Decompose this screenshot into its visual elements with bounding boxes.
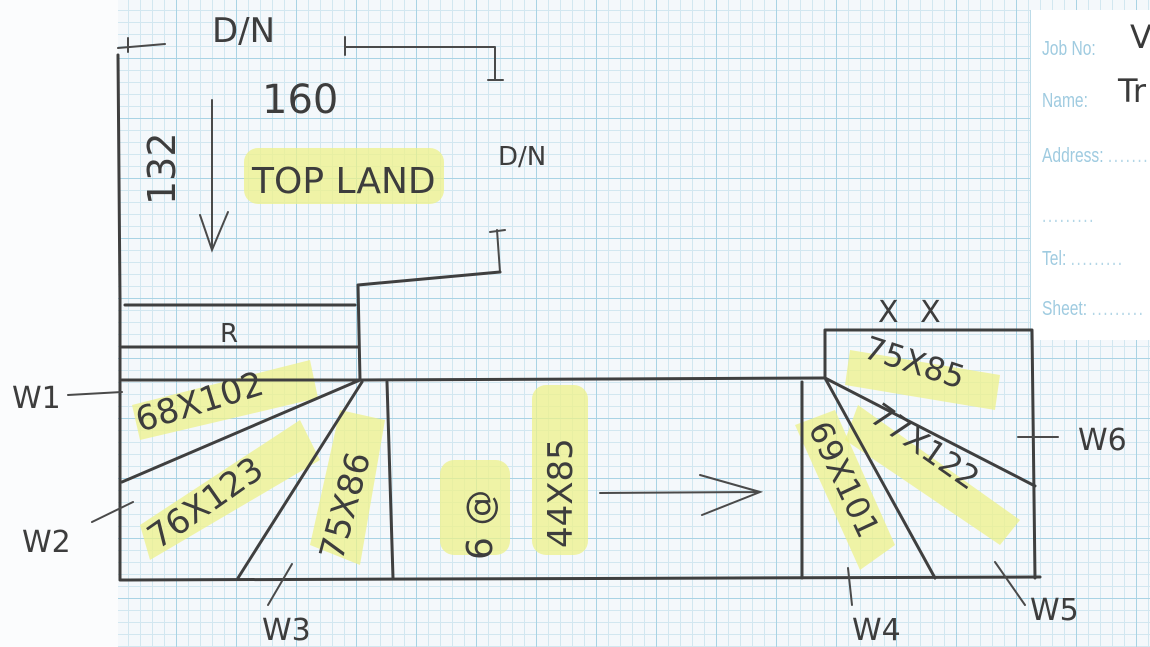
top-width-dimension: 160 bbox=[262, 77, 338, 123]
address-row: Address: ......... bbox=[1042, 145, 1150, 168]
w3-flight-divider bbox=[385, 380, 395, 580]
name-row: Name: bbox=[1042, 90, 1088, 113]
highlight-w4 bbox=[795, 410, 895, 570]
address-dots-2: ......... bbox=[1042, 205, 1096, 227]
top-land-label: TOP LAND bbox=[251, 161, 436, 202]
name-value: Tr bbox=[1118, 72, 1146, 110]
tel-label: Tel: bbox=[1042, 248, 1067, 270]
highlight-flight-dims bbox=[532, 385, 588, 555]
w2-w3-divider bbox=[236, 380, 364, 580]
graph-paper-background bbox=[118, 0, 1150, 647]
highlight-w5 bbox=[845, 405, 1020, 545]
w4-w5-divider bbox=[823, 376, 937, 580]
sheet-row: Sheet: ......... bbox=[1042, 298, 1144, 321]
plan-outline-base bbox=[118, 298, 1042, 582]
highlight-flight-count bbox=[440, 460, 510, 555]
down-arrow bbox=[199, 99, 229, 253]
top-left-tick bbox=[117, 37, 166, 53]
tel-dots: ......... bbox=[1070, 248, 1124, 270]
w1-w2-divider bbox=[120, 378, 362, 484]
w2-leader bbox=[91, 501, 134, 523]
sheet-label: Sheet: bbox=[1042, 298, 1088, 320]
flight-dimensions: 44X85 bbox=[541, 438, 581, 548]
w2-label: W2 bbox=[22, 525, 71, 560]
w4-label: W4 bbox=[852, 613, 901, 647]
job-no-label: Job No: bbox=[1042, 38, 1096, 60]
w4-leader bbox=[847, 567, 853, 606]
w1-leader bbox=[67, 391, 123, 396]
top-dimension-line bbox=[344, 36, 504, 81]
right-dn-label: D/N bbox=[498, 142, 546, 172]
highlight-top-land bbox=[244, 148, 444, 204]
sheet-dots: ......... bbox=[1091, 298, 1145, 320]
w5-leader bbox=[994, 561, 1026, 606]
flight-count-label: 6 @ bbox=[460, 490, 501, 560]
w3-label: W3 bbox=[262, 613, 311, 647]
riser-label: R bbox=[220, 319, 238, 349]
highlight-w3 bbox=[310, 410, 385, 565]
address-label: Address: bbox=[1042, 145, 1104, 167]
flight-top-line bbox=[358, 376, 827, 382]
w5-label: W5 bbox=[1030, 593, 1079, 628]
name-label: Name: bbox=[1042, 90, 1088, 112]
w5-w6-divider bbox=[823, 376, 1037, 488]
tel-row: Tel: ......... bbox=[1042, 248, 1124, 271]
job-no-value: V bbox=[1130, 18, 1150, 56]
job-form-panel bbox=[1030, 10, 1150, 340]
right-outline bbox=[823, 328, 1037, 580]
top-dn-label: D/N bbox=[212, 11, 275, 51]
top-land-step bbox=[356, 270, 502, 382]
flight-direction-arrow bbox=[599, 474, 764, 516]
highlight-w6 bbox=[845, 350, 1000, 410]
w1-label: W1 bbox=[12, 381, 61, 416]
xx-mark: X X bbox=[878, 295, 947, 330]
left-height-dimension: 132 bbox=[140, 132, 184, 205]
right-dimension-line bbox=[489, 229, 506, 273]
w6-label: W6 bbox=[1078, 423, 1127, 458]
address-dots: ......... bbox=[1107, 145, 1150, 167]
address-line-2: ......... bbox=[1042, 205, 1095, 228]
left-wall-line bbox=[116, 53, 122, 302]
highlight-w2 bbox=[140, 420, 320, 560]
w3-leader bbox=[267, 563, 293, 606]
job-no-row: Job No: bbox=[1042, 38, 1096, 61]
